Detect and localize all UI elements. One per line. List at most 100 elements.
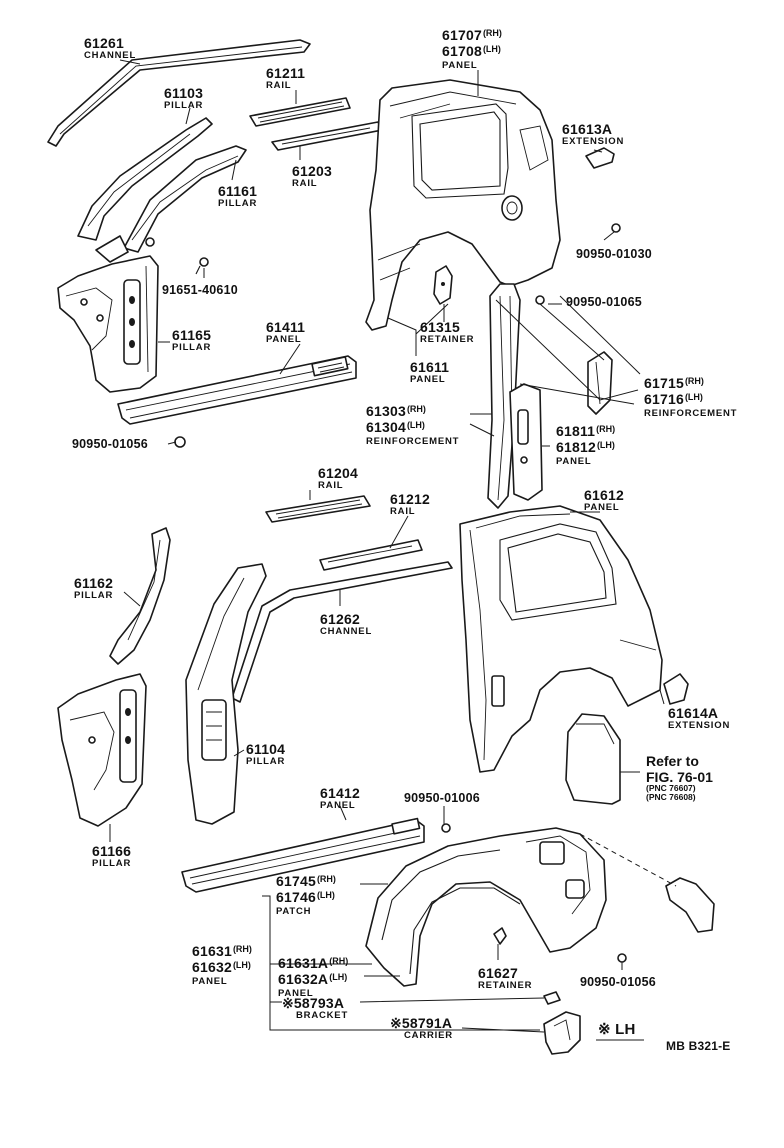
label-61161-name: PILLAR bbox=[218, 198, 258, 209]
label-61104: 61104 PILLAR bbox=[246, 742, 285, 767]
refer-line3: (PNC 76607) bbox=[646, 783, 696, 793]
channel-61262-drawing bbox=[231, 561, 453, 703]
label-61627: 61627 RETAINER bbox=[478, 966, 532, 991]
label-61716-sfx: (LH) bbox=[684, 392, 703, 402]
label-61411-name: PANEL bbox=[266, 334, 302, 345]
label-90950-01065-num: 90950-01065 bbox=[566, 295, 642, 309]
label-61166-name: PILLAR bbox=[92, 858, 132, 869]
refer-line2: FIG. 76-01 bbox=[646, 769, 713, 785]
label-61412-num: 61412 bbox=[320, 785, 360, 801]
pillar-61162-drawing bbox=[109, 527, 171, 665]
label-61411: 61411 PANEL bbox=[266, 320, 305, 345]
label-61715-sfx: (RH) bbox=[684, 376, 704, 386]
label-61613A-name: EXTENSION bbox=[562, 136, 625, 147]
label-61304-num: 61304 bbox=[366, 419, 406, 435]
label-61746-num: 61746 bbox=[276, 889, 316, 905]
label-58791A-num: ※58791A bbox=[390, 1015, 453, 1031]
label-61103-num: 61103 bbox=[164, 85, 204, 101]
label-61166: 61166 PILLAR bbox=[92, 844, 131, 869]
label-61707: 61707(RH) 61708(LH) PANEL bbox=[442, 28, 502, 71]
label-61162: 61162 PILLAR bbox=[74, 576, 113, 601]
pillar-61103-drawing bbox=[77, 117, 213, 241]
label-61204-num: 61204 bbox=[318, 465, 358, 481]
label-61631: 61631(RH) 61632(LH) PANEL bbox=[192, 944, 252, 987]
label-61304-sfx: (LH) bbox=[406, 420, 425, 430]
label-61745-sfx: (RH) bbox=[316, 874, 336, 884]
label-61632A-name: PANEL bbox=[278, 988, 314, 999]
label-61811-sfx: (RH) bbox=[596, 424, 616, 434]
label-90950-01056-a: 90950-01056 bbox=[72, 438, 148, 451]
label-61708-sfx: (LH) bbox=[482, 44, 501, 54]
label-58793A-num: ※58793A bbox=[282, 995, 345, 1011]
label-58793A: ※58793A BRACKET bbox=[282, 996, 348, 1021]
label-61627-name: RETAINER bbox=[478, 980, 533, 991]
label-61165-num: 61165 bbox=[172, 327, 212, 343]
label-58791A-name: CARRIER bbox=[404, 1030, 453, 1041]
refer-line4: (PNC 76608) bbox=[646, 791, 696, 802]
nut-90950-01056-a bbox=[174, 436, 186, 448]
nut-90950-01056-b bbox=[617, 953, 627, 963]
label-61204: 61204 RAIL bbox=[318, 466, 358, 491]
label-61811-num: 61811 bbox=[556, 423, 596, 439]
label-61261: 61261 CHANNEL bbox=[84, 36, 136, 61]
pillar-61165-drawing bbox=[57, 235, 159, 393]
label-90950-01056-b: 90950-01056 bbox=[580, 976, 656, 989]
label-61315-name: RETAINER bbox=[420, 334, 475, 345]
panel-61411-drawing bbox=[117, 355, 357, 425]
retainer-61627-drawing bbox=[493, 927, 507, 945]
panel-61811-drawing bbox=[509, 383, 543, 501]
panel-61707-drawing bbox=[365, 79, 561, 331]
label-61611-name: PANEL bbox=[410, 374, 446, 385]
label-61104-num: 61104 bbox=[246, 741, 286, 757]
label-61103: 61103 PILLAR bbox=[164, 86, 203, 111]
label-61212-name: RAIL bbox=[390, 506, 416, 517]
extension-61614A-drawing bbox=[663, 673, 689, 705]
label-61812-name: PANEL bbox=[556, 456, 592, 467]
label-61315: 61315 RETAINER bbox=[420, 320, 474, 345]
label-61165-name: PILLAR bbox=[172, 342, 212, 353]
label-61632-name: PANEL bbox=[192, 976, 228, 987]
label-61613A-num: 61613A bbox=[562, 121, 613, 137]
label-61262-name: CHANNEL bbox=[320, 626, 373, 637]
label-61411-num: 61411 bbox=[266, 319, 306, 335]
panel-61612-drawing bbox=[459, 505, 663, 773]
carrier-58791A-drawing bbox=[543, 1011, 581, 1055]
label-61611: 61611 PANEL bbox=[410, 360, 449, 385]
label-61212: 61212 RAIL bbox=[390, 492, 430, 517]
label-90950-01065: 90950-01065 bbox=[566, 296, 642, 309]
leader-lines bbox=[109, 59, 677, 1041]
label-61632A-num: 61632A bbox=[278, 971, 329, 987]
label-61204-name: RAIL bbox=[318, 480, 344, 491]
label-90950-01030-num: 90950-01030 bbox=[576, 247, 652, 261]
bracket-58793A-drawing bbox=[543, 991, 561, 1005]
label-58791A: ※58791A CARRIER bbox=[390, 1016, 453, 1041]
label-61631A-num: 61631A bbox=[278, 955, 329, 971]
label-61707-num: 61707 bbox=[442, 27, 482, 43]
label-61161-num: 61161 bbox=[218, 183, 258, 199]
label-61708-name: PANEL bbox=[442, 60, 478, 71]
pillar-61166-drawing bbox=[57, 673, 147, 827]
label-61612-num: 61612 bbox=[584, 487, 624, 503]
label-61165: 61165 PILLAR bbox=[172, 328, 211, 353]
extension-61613A-drawing bbox=[585, 147, 615, 169]
nut-90950-01065 bbox=[535, 295, 545, 305]
retainer-61315-drawing bbox=[433, 265, 453, 305]
label-91651: 91651-40610 bbox=[162, 284, 238, 297]
label-61745: 61745(RH) 61746(LH) PATCH bbox=[276, 874, 336, 917]
clip-right-drawing bbox=[665, 877, 715, 933]
label-61261-name: CHANNEL bbox=[84, 50, 137, 61]
label-90950-01056-b-num: 90950-01056 bbox=[580, 975, 656, 989]
reinforcement-61715-drawing bbox=[587, 351, 613, 415]
label-61612-name: PANEL bbox=[584, 502, 620, 513]
label-61632-num: 61632 bbox=[192, 959, 232, 975]
panel-61412-drawing bbox=[181, 817, 425, 893]
label-61632-sfx: (LH) bbox=[232, 960, 251, 970]
label-61715-num: 61715 bbox=[644, 375, 684, 391]
label-90950-01006: 90950-01006 bbox=[404, 792, 480, 805]
label-61745-num: 61745 bbox=[276, 873, 316, 889]
label-61614A-num: 61614A bbox=[668, 705, 719, 721]
label-61631-num: 61631 bbox=[192, 943, 232, 959]
mudguard-drawing bbox=[565, 713, 621, 805]
